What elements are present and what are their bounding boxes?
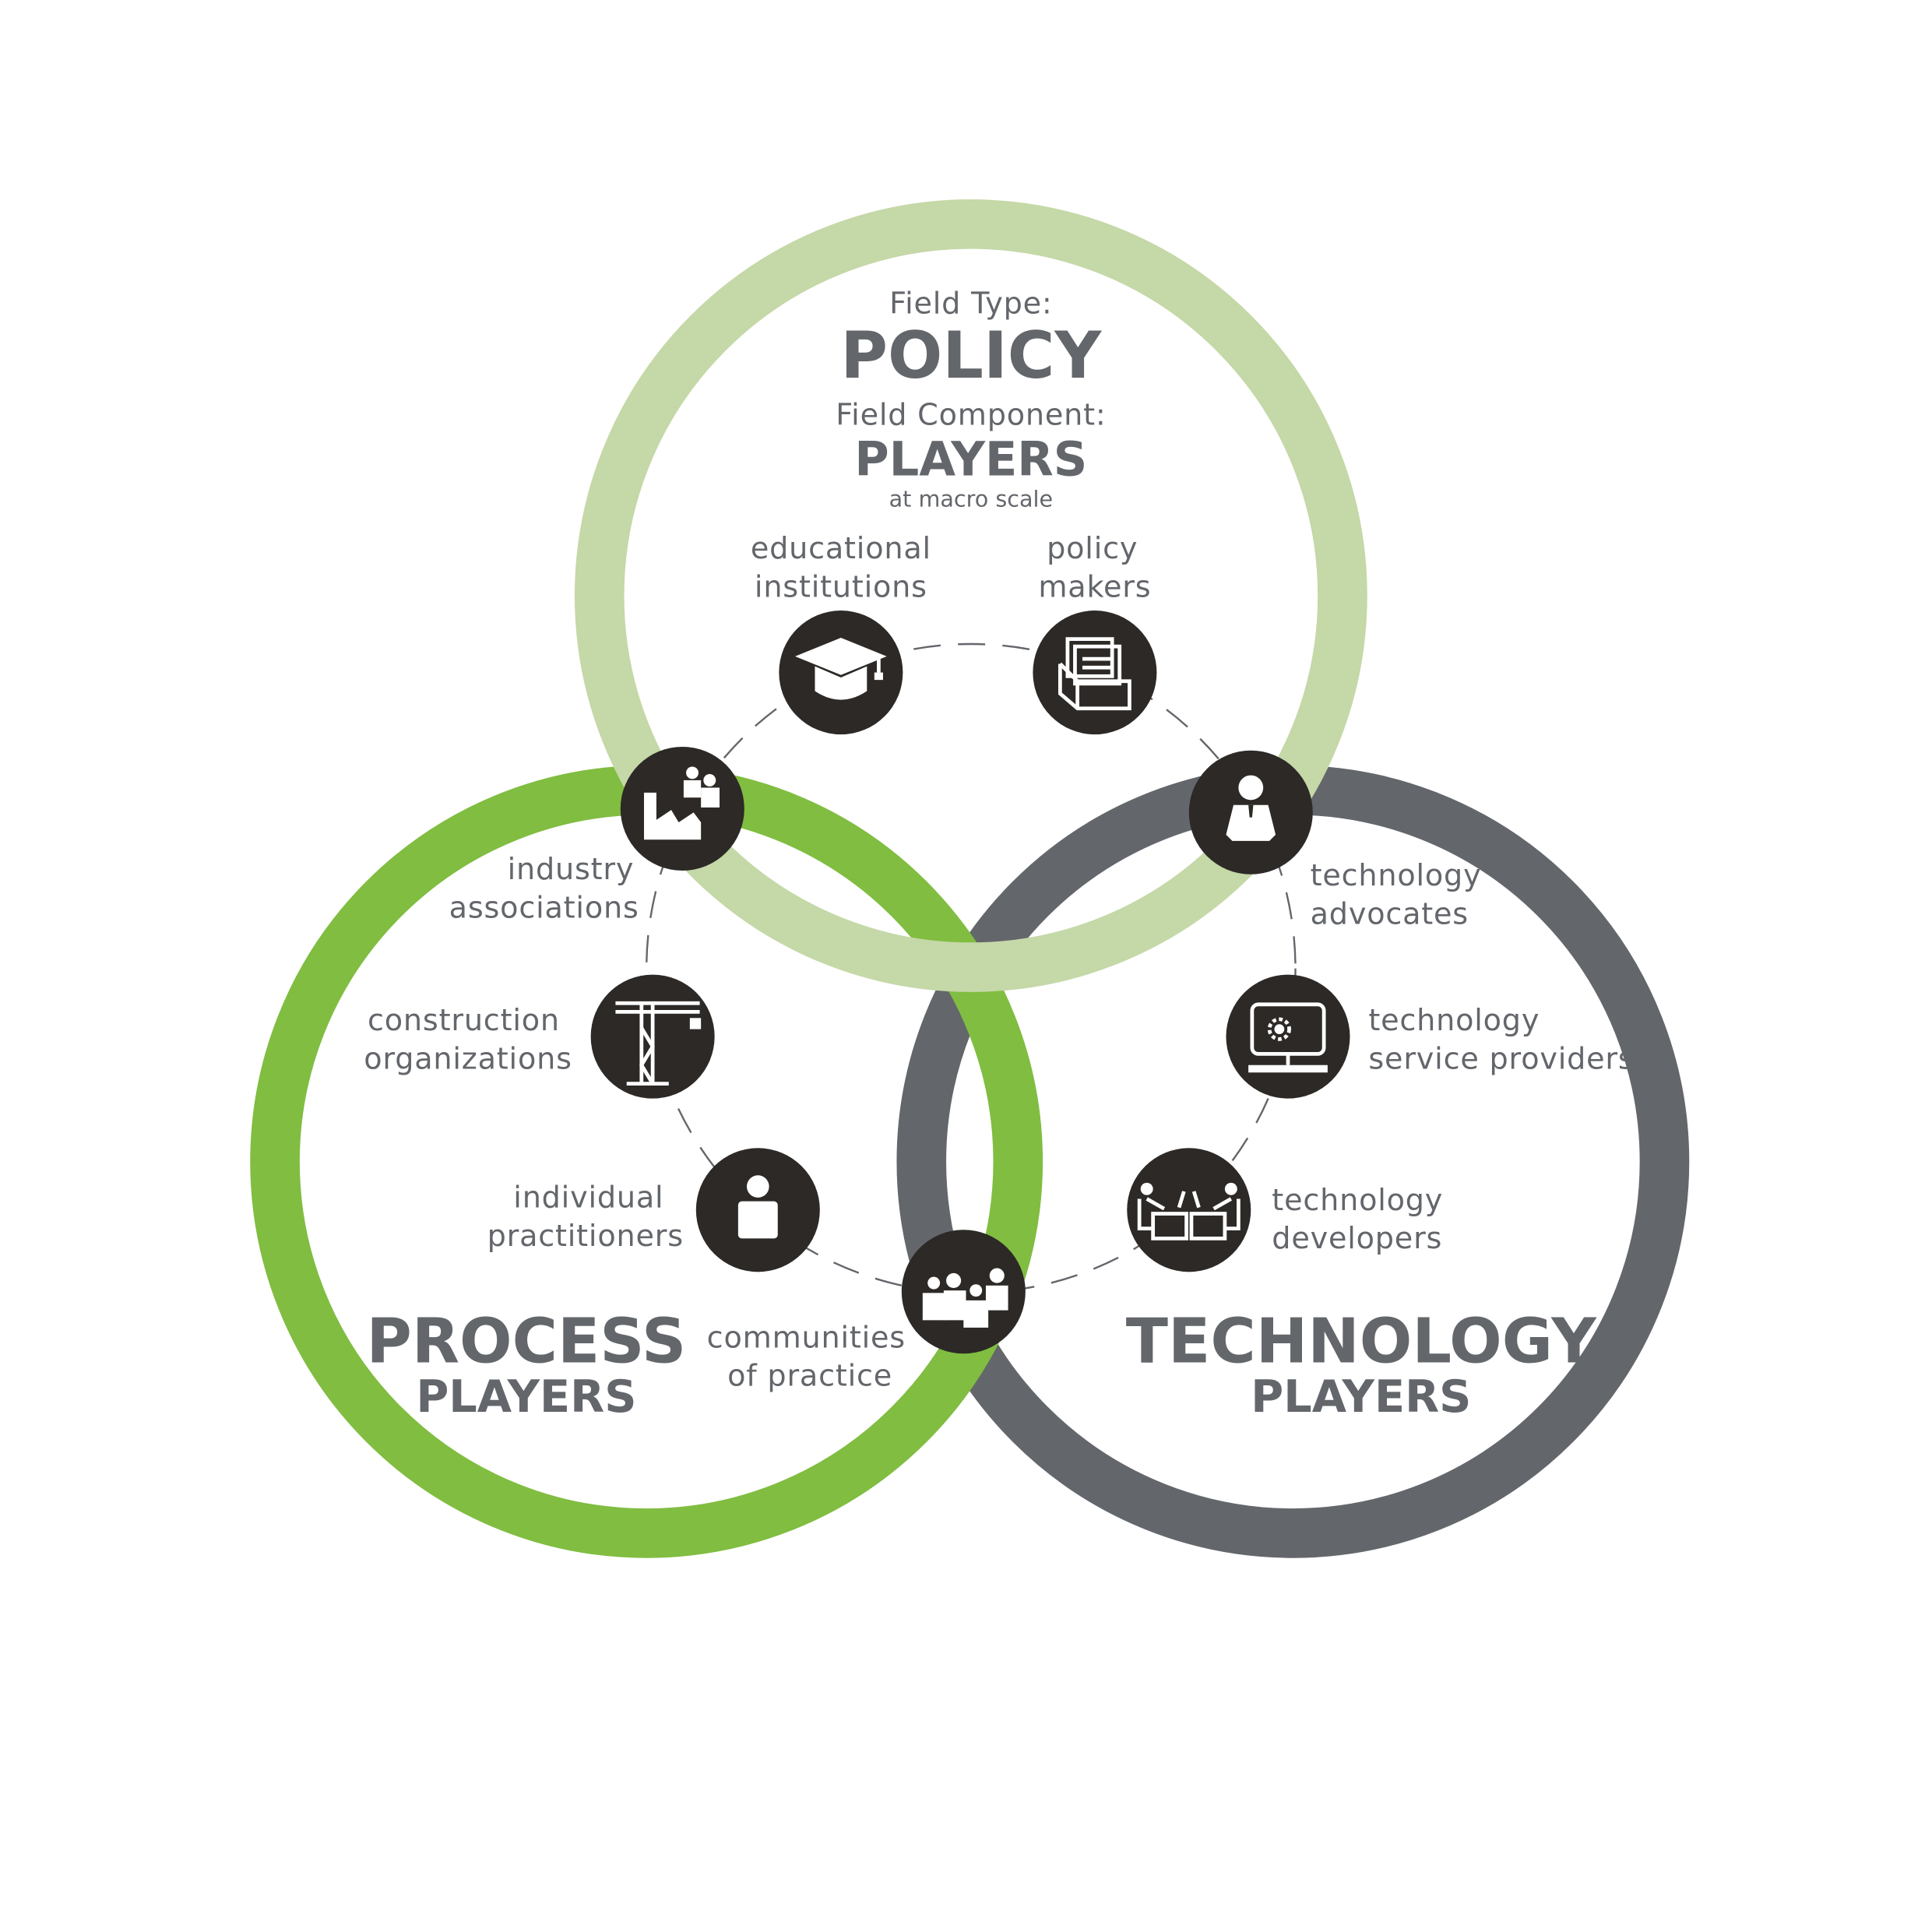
icon-part (1189, 1212, 1227, 1240)
icon-part (876, 657, 881, 673)
policy-circle (574, 199, 1367, 992)
scale-label: at macro scale (889, 485, 1053, 512)
node-label: technology (1272, 1183, 1443, 1217)
process-subtitle: PLAYERS (416, 1371, 636, 1423)
node-individual-practitioners: individual practitioners (487, 1148, 820, 1272)
developers-desks-icon (1137, 1182, 1240, 1240)
field-component-label: Field Component: (836, 398, 1106, 432)
icon-part (747, 1175, 769, 1198)
node-label: practitioners (487, 1219, 684, 1253)
icon-part (1226, 804, 1276, 841)
node-label: associations (449, 890, 639, 924)
node-label: organizations (364, 1042, 572, 1076)
node-construction-organizations: construction organizations (364, 974, 715, 1099)
icon-part (683, 779, 702, 798)
icon-part (644, 792, 702, 840)
icon-part (1140, 1182, 1153, 1195)
icon-part (737, 1201, 778, 1239)
crane-icon (615, 1001, 702, 1086)
icon-part (1267, 1017, 1291, 1041)
node-label: makers (1038, 570, 1151, 604)
technology-title: TECHNOLOGY (1126, 1304, 1597, 1377)
icon-part (1224, 1182, 1237, 1195)
factory-people-icon (644, 766, 720, 840)
icon-part (1137, 1197, 1166, 1231)
icon-part (943, 1290, 966, 1321)
icon-part (927, 1276, 941, 1290)
node-label: policy (1047, 531, 1138, 565)
icon-part (639, 1026, 655, 1085)
icon-part (1073, 644, 1122, 686)
node-technology-developers: technology developers (1127, 1148, 1443, 1272)
icon-part (1248, 1065, 1328, 1073)
node-disc (620, 747, 744, 871)
node-policy-makers: policy makers (1033, 531, 1157, 735)
icon-part (815, 666, 867, 700)
icon-part (963, 1300, 989, 1328)
node-technology-service-providers: technology service providers (1226, 974, 1634, 1099)
field-component-title: PLAYERS (854, 433, 1087, 487)
icon-part (1177, 1191, 1201, 1209)
icon-part (1212, 1197, 1240, 1231)
node-disc (1033, 611, 1157, 735)
field-type-label: Field Type: (889, 286, 1052, 320)
node-label: technology (1368, 1003, 1540, 1037)
icon-part (1057, 662, 1131, 711)
node-label: construction (368, 1003, 560, 1037)
node-educational-institutions: educational institutions (751, 531, 931, 735)
icon-part (985, 1285, 1008, 1311)
icon-part (970, 1284, 983, 1297)
icon-part (1151, 1212, 1188, 1240)
process-title: PROCESS (367, 1304, 687, 1377)
icon-part (1274, 1024, 1285, 1034)
node-disc (1127, 1148, 1251, 1272)
computer-gear-icon (1248, 1002, 1328, 1073)
node-label: educational (751, 531, 931, 565)
node-label: advocates (1311, 896, 1469, 931)
node-industry-associations: industry associations (449, 747, 744, 924)
node-technology-advocates: technology advocates (1188, 750, 1482, 931)
node-label: industry (508, 852, 635, 886)
icon-part (946, 1272, 962, 1288)
businessman-icon (1226, 775, 1276, 841)
technology-subtitle: PLAYERS (1251, 1371, 1471, 1423)
node-label: of practice (727, 1359, 892, 1393)
icon-part (1248, 804, 1254, 818)
node-label: individual (513, 1181, 663, 1215)
icon-part (686, 766, 699, 779)
icon-part (874, 672, 883, 681)
node-label: institutions (755, 570, 927, 604)
node-label: service providers (1368, 1042, 1634, 1076)
field-type-title: POLICY (840, 318, 1102, 393)
file-tray-icon (1057, 637, 1131, 711)
icon-part (922, 1293, 945, 1321)
icon-part (1238, 775, 1264, 801)
group-icon (922, 1268, 1008, 1328)
node-label: developers (1272, 1221, 1442, 1255)
node-label: communities (707, 1320, 906, 1354)
icon-part (689, 1018, 702, 1029)
icon-part (703, 773, 716, 787)
node-label: technology (1311, 858, 1482, 892)
icon-part (989, 1268, 1005, 1283)
node-communities-of-practice: communities of practice (707, 1230, 1026, 1393)
icon-part (701, 787, 720, 808)
person-icon (737, 1175, 778, 1239)
